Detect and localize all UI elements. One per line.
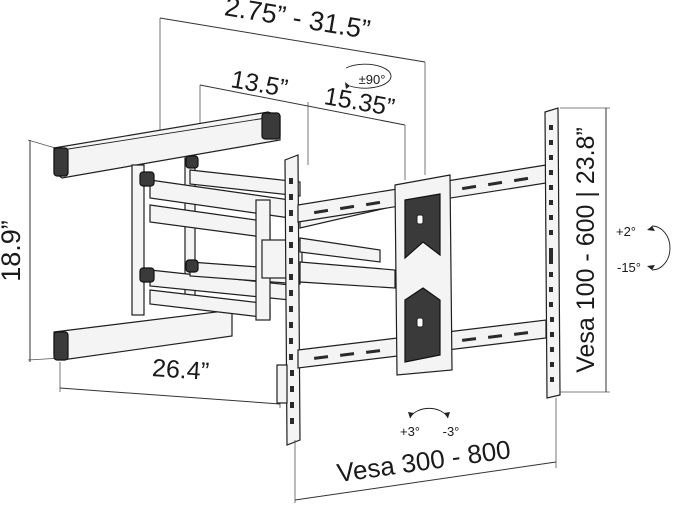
level-plus-label: +3°: [400, 424, 420, 439]
left-vesa-bar: [276, 154, 301, 446]
level-arrow-icon: [409, 407, 449, 419]
wall-plate: [53, 111, 281, 361]
vesa-horizontal-label: Vesa 300 - 800: [335, 434, 512, 488]
extension-range-label: 2.75” - 31.5”: [222, 0, 372, 45]
right-vesa-bar: [544, 107, 561, 399]
articulating-arms: [139, 155, 396, 321]
vesa-horizontal-dimension: Vesa 300 - 800: [294, 398, 557, 503]
tilt-arrow-icon: [651, 225, 671, 271]
center-bracket: [394, 174, 453, 376]
tilt-down-label: -15°: [617, 260, 641, 275]
vesa-vertical-label: Vesa 100 - 600 | 23.8”: [572, 127, 600, 373]
swivel-arrow-icon: [345, 63, 392, 89]
swivel-label: ±90°: [359, 72, 386, 87]
height-dimension: 18.9”: [0, 139, 63, 362]
tilt-indicator: +2° -15°: [616, 224, 671, 275]
width-dimension: 26.4”: [59, 354, 281, 408]
height-label: 18.9”: [0, 220, 26, 282]
swivel-indicator: ±90°: [345, 63, 392, 89]
vesa-vertical-dimension: Vesa 100 - 600 | 23.8”: [560, 107, 610, 393]
level-minus-label: -3°: [443, 424, 460, 439]
tilt-up-label: +2°: [616, 224, 636, 239]
width-label: 26.4”: [151, 354, 210, 386]
arm-length-1-label: 13.5”: [229, 65, 290, 102]
level-indicator: +3° -3°: [400, 407, 460, 439]
